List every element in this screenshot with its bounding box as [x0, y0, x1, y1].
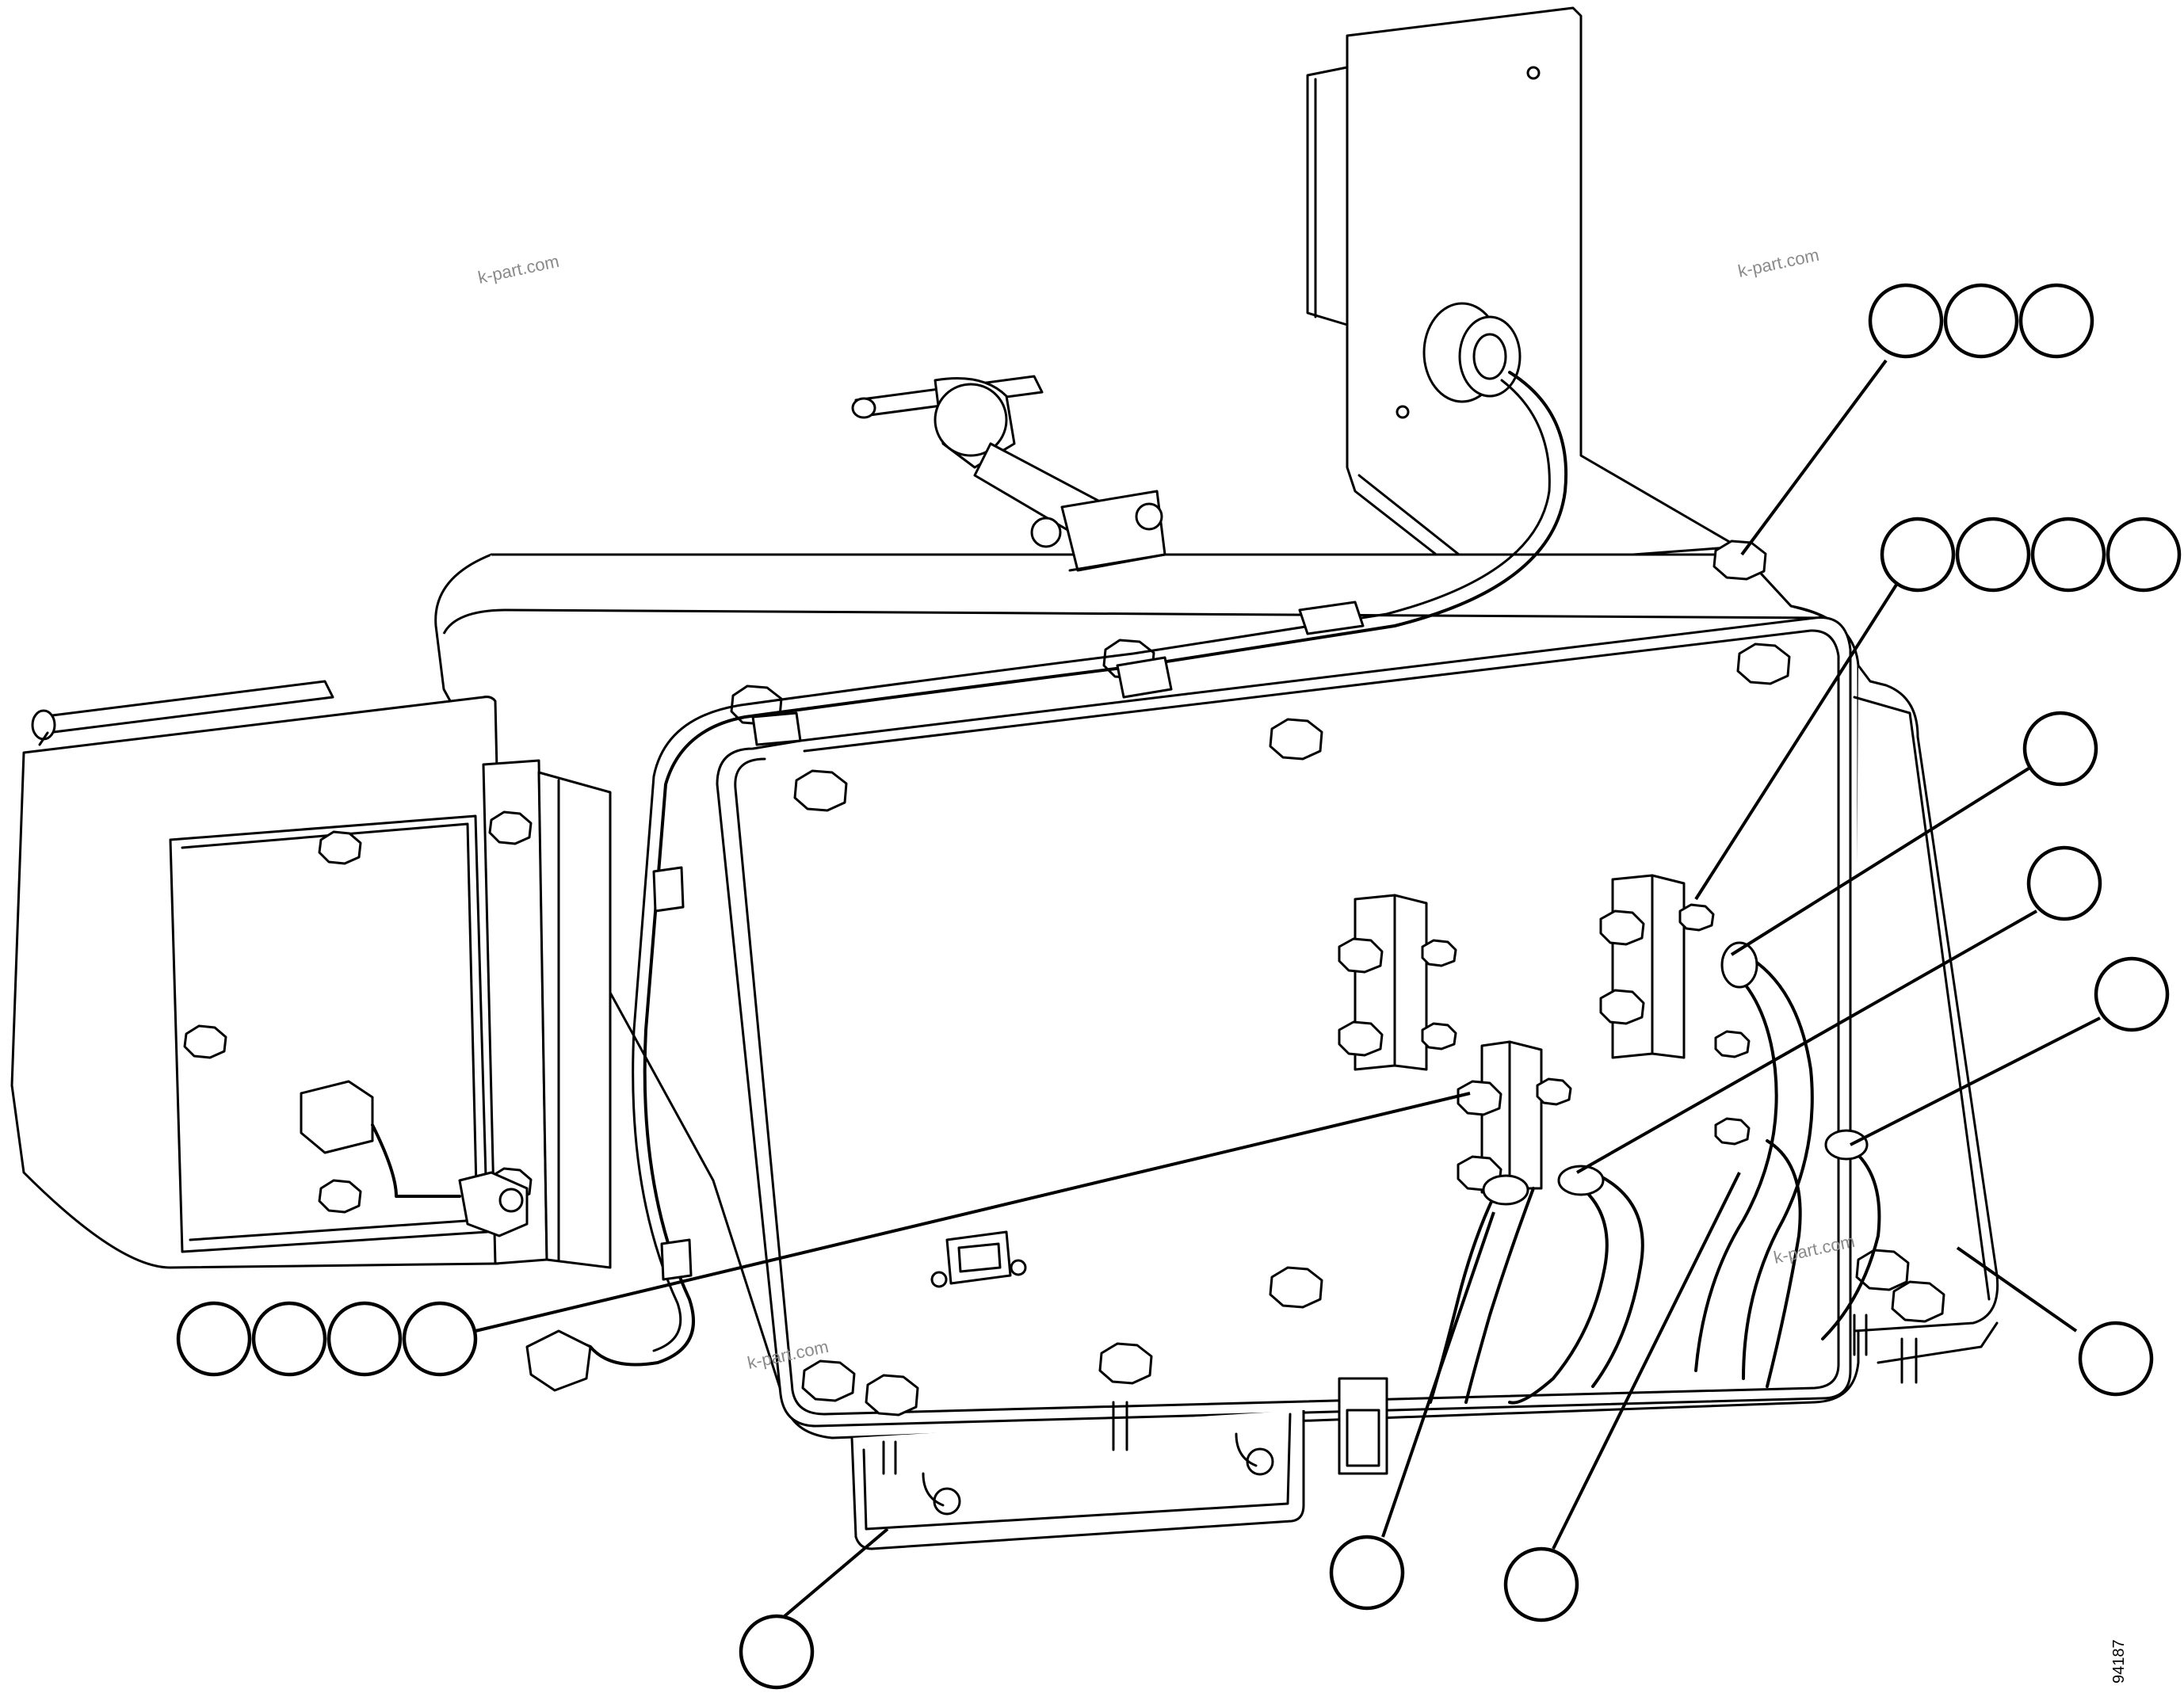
- callout-group-top-right: [1868, 283, 2094, 359]
- terminal-block-lower: [1457, 1030, 1751, 1194]
- callout-balloon[interactable]: [2030, 517, 2106, 593]
- callout-balloon[interactable]: [402, 1301, 478, 1377]
- callout-balloon[interactable]: [2094, 956, 2170, 1032]
- callout-group-right-4: [1880, 517, 2182, 593]
- callout-balloon[interactable]: [251, 1301, 327, 1377]
- bolt: [865, 1374, 919, 1417]
- terminal-block-left: [1338, 894, 1457, 1071]
- bolt: [793, 769, 848, 812]
- callout-group-left-4: [176, 1301, 478, 1377]
- callout-balloon[interactable]: [1880, 517, 1956, 593]
- bolt: [1269, 718, 1323, 761]
- callout-balloon[interactable]: [1868, 283, 1944, 359]
- bolt: [1855, 1249, 1910, 1291]
- bolt: [1891, 1280, 1945, 1323]
- left-control-box: [10, 680, 612, 1269]
- callout-balloon[interactable]: [176, 1301, 252, 1377]
- callout-balloon[interactable]: [2022, 711, 2098, 787]
- callout-balloon[interactable]: [2026, 845, 2102, 921]
- callout-balloon[interactable]: [1955, 517, 2031, 593]
- watermark: k-part.com: [476, 251, 561, 288]
- lower-right-bracket: [1877, 1321, 1999, 1364]
- callout-balloon[interactable]: [2078, 1321, 2154, 1397]
- watermark: k-part.com: [1736, 245, 1821, 281]
- housing-bolts: [730, 540, 1945, 1417]
- main-housing: [434, 553, 1999, 1550]
- callout-balloon[interactable]: [2018, 283, 2094, 359]
- terminal-block-right: [1599, 874, 1715, 1059]
- bolt: [1098, 1342, 1153, 1385]
- callout-balloon[interactable]: [1503, 1546, 1579, 1622]
- callout-balloon[interactable]: [1329, 1535, 1405, 1611]
- bolt: [1736, 643, 1791, 685]
- callout-balloon[interactable]: [1943, 283, 2019, 359]
- callout-balloon[interactable]: [326, 1301, 403, 1377]
- callout-balloon[interactable]: [739, 1614, 815, 1690]
- wire-harness: [525, 371, 1568, 1392]
- linkage-arm: [851, 375, 1166, 572]
- upright-mounting-bracket: [1306, 6, 1753, 592]
- figure-number: 94187: [2110, 1639, 2128, 1683]
- bolt: [1712, 540, 1767, 581]
- callout-balloon[interactable]: [2106, 517, 2182, 593]
- mounting-studs: [882, 1314, 1918, 1516]
- small-connector: [930, 1230, 1027, 1288]
- leader-lines: [475, 359, 2101, 1618]
- bolt: [1269, 1266, 1323, 1309]
- bolt: [801, 1359, 856, 1402]
